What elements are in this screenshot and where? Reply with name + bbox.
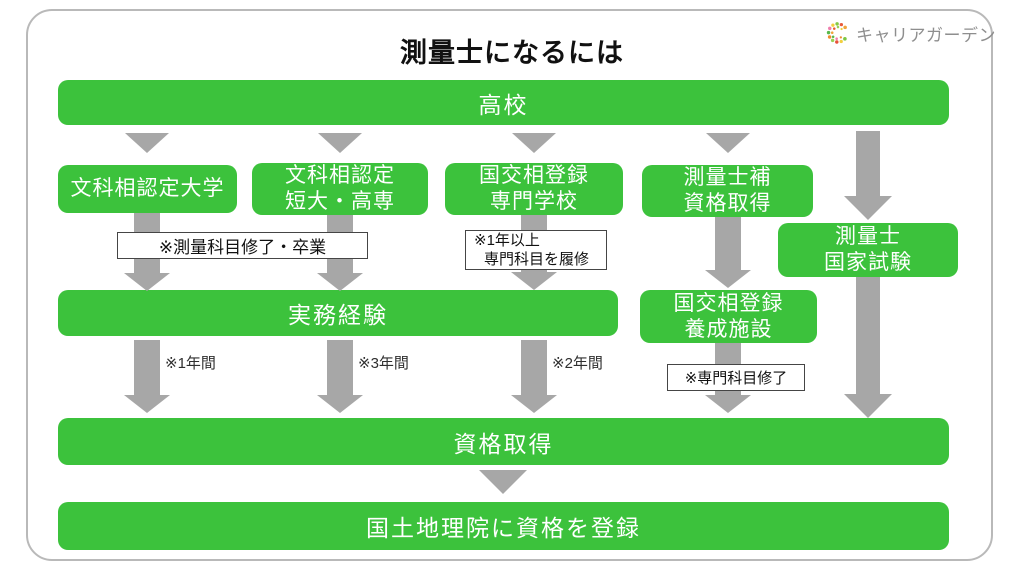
node-vocational-school: 国交相登録 専門学校 (445, 163, 623, 215)
arrow-vocational-to-experience-icon (511, 272, 557, 290)
arrow-university-to-experience-icon (124, 273, 170, 291)
arrow-junior-college-to-experience-icon (317, 273, 363, 291)
arrow-experience-3yr-shaft (327, 340, 353, 395)
arrow-to-surveyor-assistant-icon (706, 133, 750, 153)
arrow-to-national-exam-icon (844, 196, 892, 220)
node-university: 文科相認定大学 (58, 165, 237, 213)
bar-registration: 国土地理院に資格を登録 (58, 502, 949, 550)
arrow-experience-1yr-shaft (134, 340, 160, 395)
note-specialized-completion: ※専門科目修了 (667, 364, 805, 391)
node-highschool: 高校 (58, 80, 949, 125)
careergarden-logo-text: キャリアガーデン (856, 25, 996, 45)
arrow-exam-to-qualification-shaft (856, 277, 880, 395)
duration-label-two-years: ※2年間 (552, 355, 603, 372)
careergarden-logo: キャリアガーデン (826, 15, 996, 51)
arrow-experience-3yr-icon (317, 395, 363, 413)
arrow-assistant-to-facility-shaft (715, 217, 741, 270)
arrow-to-national-exam-shaft (856, 131, 880, 197)
arrow-to-university-icon (125, 133, 169, 153)
arrow-assistant-to-facility-icon (705, 270, 751, 288)
duration-label-one-year: ※1年間 (165, 355, 216, 372)
node-junior-college: 文科相認定 短大・高専 (252, 163, 428, 215)
arrow-experience-2yr-shaft (521, 340, 547, 395)
node-national-exam: 測量士 国家試験 (778, 223, 958, 277)
node-training-facility: 国交相登録 養成施設 (640, 290, 817, 343)
arrow-to-junior-college-icon (318, 133, 362, 153)
note-survey-subjects: ※測量科目修了・卒業 (117, 232, 368, 259)
careergarden-logo-icon (826, 22, 847, 44)
arrow-exam-to-qualification-icon (844, 394, 892, 418)
arrow-experience-1yr-icon (124, 395, 170, 413)
page-title: 測量士になるには (400, 38, 624, 68)
arrow-experience-2yr-icon (511, 395, 557, 413)
arrow-facility-to-qualification-icon (705, 395, 751, 413)
arrow-to-vocational-school-icon (512, 133, 556, 153)
bar-work-experience: 実務経験 (58, 290, 618, 336)
bar-qualification: 資格取得 (58, 418, 949, 465)
outer-frame (26, 9, 993, 561)
duration-label-three-years: ※3年間 (358, 355, 409, 372)
node-surveyor-assistant: 測量士補 資格取得 (642, 165, 813, 217)
arrow-to-registration-icon (479, 470, 527, 494)
note-one-year-courses: ※1年以上 専門科目を履修 (465, 230, 607, 270)
